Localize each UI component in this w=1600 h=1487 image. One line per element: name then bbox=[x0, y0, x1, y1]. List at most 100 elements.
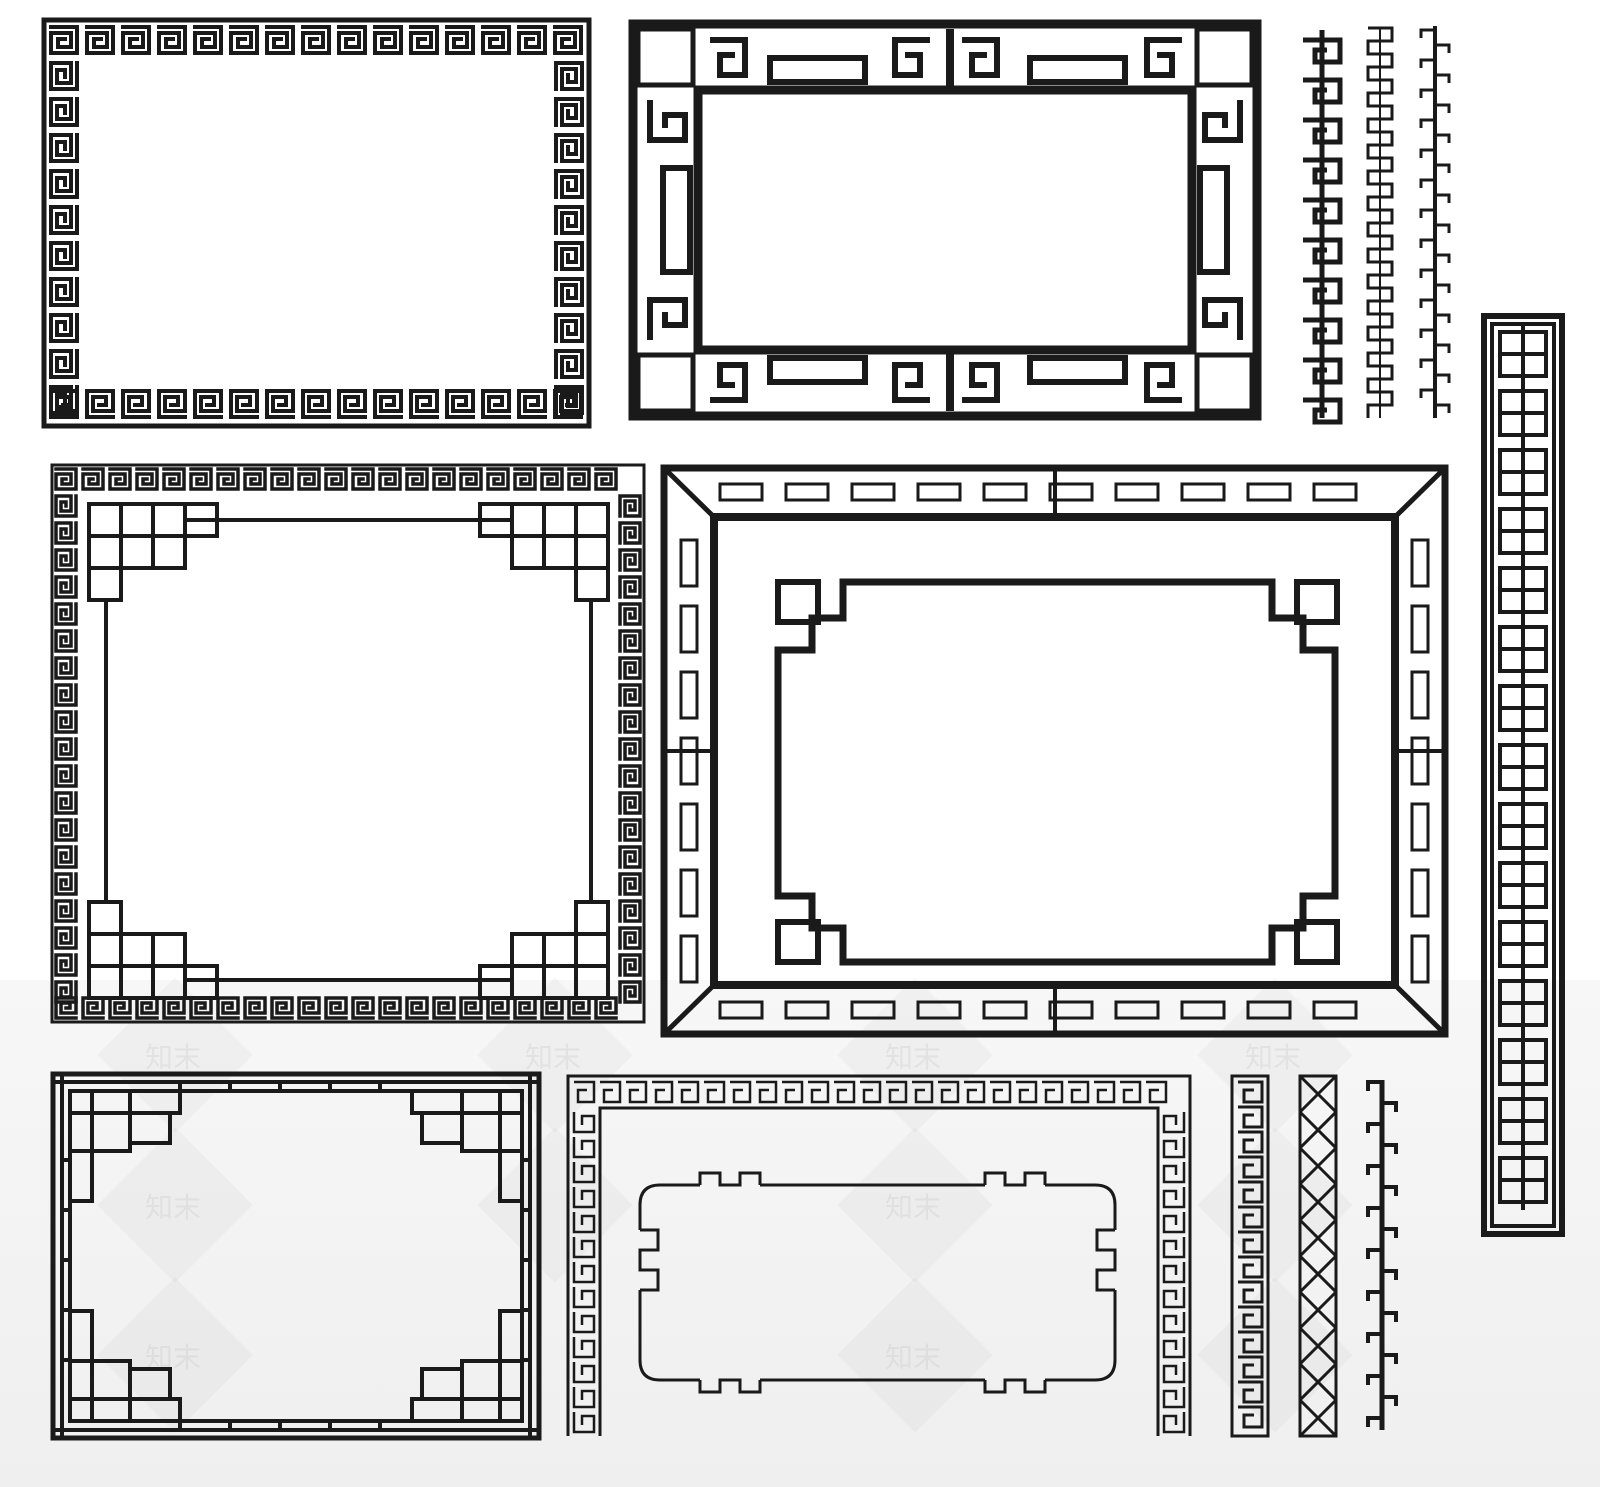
band-link bbox=[1410, 934, 1430, 984]
barb-motif bbox=[1419, 148, 1435, 158]
key-motif bbox=[486, 996, 510, 1020]
barb-motif bbox=[1435, 73, 1451, 83]
watermark-text: 知末 bbox=[885, 1191, 942, 1224]
step-motif bbox=[1382, 1227, 1398, 1238]
key-motif bbox=[337, 25, 367, 55]
barb-motif bbox=[1419, 58, 1435, 68]
band-link bbox=[1312, 482, 1358, 502]
fret-motif bbox=[574, 1080, 596, 1104]
band-link bbox=[916, 482, 962, 502]
key-motif bbox=[618, 656, 642, 680]
grid-cell bbox=[151, 964, 187, 1000]
key-motif bbox=[373, 25, 403, 55]
fret-motif bbox=[1162, 1237, 1186, 1259]
barb-motif bbox=[1435, 133, 1451, 143]
grid-cell bbox=[87, 932, 123, 968]
barb-motif bbox=[1435, 103, 1451, 113]
fret-motif bbox=[1120, 1080, 1142, 1104]
key-motif bbox=[618, 818, 642, 842]
corner-block bbox=[68, 1089, 132, 1153]
band-link bbox=[1410, 736, 1430, 786]
key-motif bbox=[54, 602, 78, 626]
step-motif bbox=[1366, 1290, 1382, 1301]
barb-motif bbox=[1435, 373, 1451, 383]
band-link bbox=[1114, 482, 1160, 502]
band-link bbox=[982, 1000, 1028, 1020]
cloud-motif bbox=[698, 1171, 762, 1187]
fret-motif bbox=[572, 1212, 596, 1234]
cloud-motif bbox=[1095, 1228, 1117, 1292]
key-motif bbox=[1238, 1305, 1264, 1329]
zigzag-line bbox=[1366, 26, 1394, 418]
band-link bbox=[850, 482, 896, 502]
corner-bar bbox=[410, 1089, 524, 1115]
key-motif bbox=[135, 467, 159, 491]
cloud-fret-frame bbox=[566, 1074, 1192, 1436]
grid-cell bbox=[478, 964, 514, 1000]
key-motif bbox=[618, 899, 642, 923]
key-motif bbox=[270, 467, 294, 491]
key-motif bbox=[54, 710, 78, 734]
key-motif bbox=[189, 467, 213, 491]
fret-motif bbox=[600, 1080, 622, 1104]
grid-cell bbox=[119, 534, 155, 570]
grid-cell bbox=[574, 964, 610, 1000]
key-motif bbox=[554, 349, 584, 379]
band-link bbox=[1114, 1000, 1160, 1020]
key-motif bbox=[405, 467, 429, 491]
key-motif bbox=[337, 389, 367, 419]
fret-motif bbox=[834, 1080, 856, 1104]
fret-motif bbox=[1162, 1387, 1186, 1409]
key-motif bbox=[594, 996, 618, 1020]
key-motif bbox=[54, 521, 78, 545]
key-motif bbox=[1238, 1155, 1264, 1179]
key-motif bbox=[49, 133, 79, 163]
band-link bbox=[1048, 1000, 1094, 1020]
hook-motif bbox=[1303, 357, 1343, 385]
fret-motif bbox=[1162, 1262, 1186, 1284]
cloud-motif bbox=[638, 1228, 660, 1292]
watermark-text: 知末 bbox=[885, 1041, 942, 1074]
grid-cell bbox=[510, 964, 546, 1000]
band-link bbox=[1180, 1000, 1226, 1020]
key-motif bbox=[297, 467, 321, 491]
key-motif bbox=[229, 25, 259, 55]
key-motif bbox=[618, 872, 642, 896]
grid-cell bbox=[87, 566, 123, 602]
band-link bbox=[1246, 482, 1292, 502]
hook-motif bbox=[1303, 197, 1343, 225]
barb-motif bbox=[1435, 193, 1451, 203]
key-motif bbox=[432, 467, 456, 491]
key-motif bbox=[459, 467, 483, 491]
corner-bar bbox=[498, 1089, 524, 1203]
grid-cell bbox=[151, 502, 187, 538]
fret-motif bbox=[572, 1262, 596, 1284]
barb-motif bbox=[1419, 118, 1435, 128]
grid-corner-frame bbox=[50, 1071, 542, 1441]
bevel-frame-with-cartouche bbox=[660, 464, 1449, 1038]
key-motif bbox=[108, 996, 132, 1020]
key-motif bbox=[301, 25, 331, 55]
fret-motif bbox=[572, 1187, 596, 1209]
grid-cell bbox=[574, 932, 610, 968]
barb-motif bbox=[1419, 388, 1435, 398]
corner-bar bbox=[68, 1089, 182, 1115]
fret-motif bbox=[572, 1287, 596, 1309]
fret-motif bbox=[860, 1080, 882, 1104]
key-motif bbox=[121, 389, 151, 419]
corner-bar bbox=[410, 1397, 524, 1423]
key-motif bbox=[193, 389, 223, 419]
band-link bbox=[679, 802, 699, 852]
hook-motif bbox=[1303, 37, 1343, 65]
key-motif bbox=[517, 389, 547, 419]
key-motif bbox=[378, 996, 402, 1020]
key-motif bbox=[216, 996, 240, 1020]
band-link bbox=[784, 482, 830, 502]
band-link bbox=[1410, 802, 1430, 852]
key-motif bbox=[49, 349, 79, 379]
fret-motif bbox=[572, 1137, 596, 1159]
key-motif bbox=[618, 791, 642, 815]
band-link bbox=[679, 538, 699, 588]
corner-block bbox=[460, 1089, 524, 1153]
key-motif bbox=[49, 241, 79, 271]
